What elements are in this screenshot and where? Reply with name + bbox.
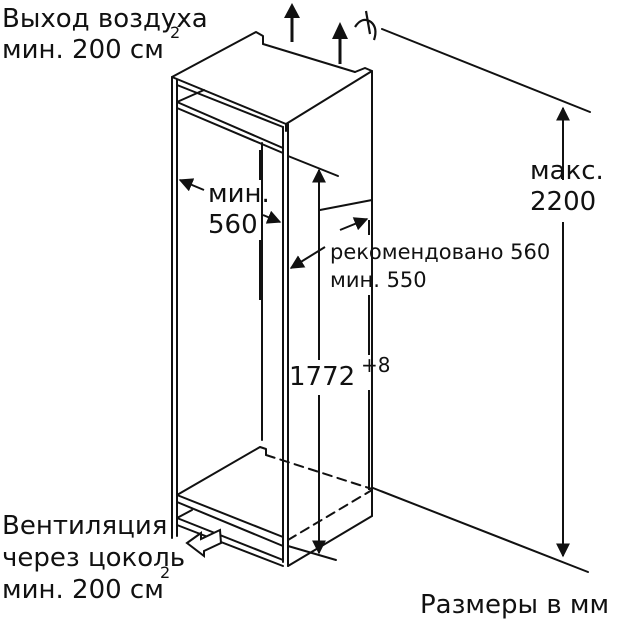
width-dim-left-arrow	[178, 178, 205, 192]
ventilation-label-line2: через цоколь	[2, 543, 186, 573]
depth-label-line1: рекомендовано 560	[330, 240, 551, 264]
depth-label: рекомендовано 560 мин. 550	[330, 242, 550, 291]
niche-width-label: мин. 560	[208, 181, 270, 238]
max-height-label-line2: 2200	[530, 187, 597, 217]
cabinet-upper-crossbar	[176, 84, 284, 154]
cabinet-floor	[176, 446, 373, 547]
ceiling-line	[381, 28, 591, 113]
niche-bottom-line	[287, 545, 337, 561]
air-outlet-superscript: 2	[170, 23, 181, 42]
max-height-label-line1: макс.	[530, 156, 604, 186]
cabinet-right-post	[282, 123, 289, 567]
niche-width-label-line1: мин.	[208, 179, 270, 209]
arrow-up-icon	[284, 3, 300, 42]
air-outlet-label: Выход воздуха мин. 200 см 2	[2, 6, 208, 63]
units-note: Размеры в мм	[420, 592, 609, 618]
units-note-text: Размеры в мм	[420, 590, 610, 620]
depth-ref-line	[319, 199, 373, 211]
ventilation-label-line3: мин. 200 см	[2, 575, 164, 605]
cabinet-plinth	[176, 509, 373, 567]
depth-dim-left-arrow	[289, 246, 326, 269]
max-height-label: макс. 2200	[530, 158, 604, 215]
ventilation-superscript: 2	[160, 563, 171, 582]
air-outlet-label-line1: Выход воздуха	[2, 4, 208, 34]
depth-dim-right-arrow	[339, 217, 369, 231]
niche-width-label-line2: 560	[208, 210, 258, 240]
ceiling-break-icon	[354, 10, 377, 41]
niche-top-line	[287, 155, 339, 177]
width-dim-right-arrow	[262, 210, 282, 224]
vent-arrow-icon	[185, 528, 223, 559]
niche-height-value: 1772	[289, 362, 356, 392]
ventilation-label: Вентиляция через цоколь мин. 200 см 2	[2, 513, 185, 603]
niche-height-label: 1772 +8	[289, 355, 390, 392]
air-outlet-arrows	[284, 3, 348, 64]
air-outlet-label-line2: мин. 200 см	[2, 35, 164, 65]
ventilation-label-line1: Вентиляция	[2, 511, 168, 541]
depth-label-line2: мин. 550	[330, 268, 427, 292]
arrow-up-icon	[332, 22, 348, 64]
cabinet-left-post	[171, 76, 178, 539]
floor-line	[372, 487, 589, 573]
niche-height-tolerance: +8	[361, 353, 391, 377]
